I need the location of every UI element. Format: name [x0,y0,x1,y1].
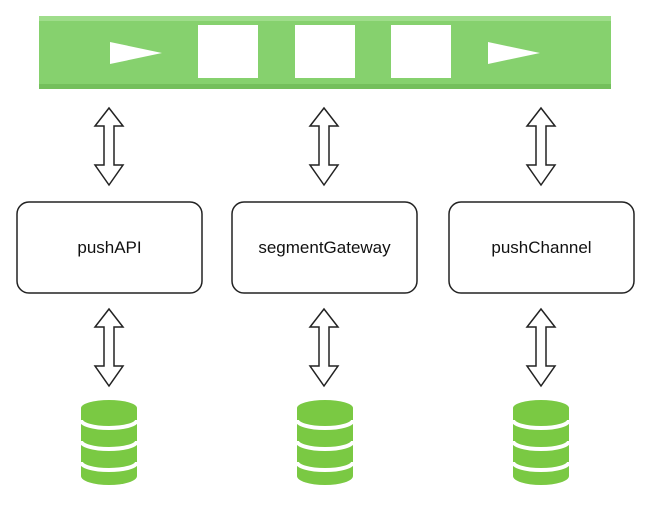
service-database-connectors [93,307,557,388]
database-pushapi [79,400,139,485]
double-arrow-icon [308,106,340,187]
database-icon [79,400,139,485]
service-box [448,201,635,294]
message-queue [39,16,611,89]
service-segmentgateway: segmentGateway [231,201,418,294]
service-label: pushChannel [491,238,591,257]
double-arrow-icon [308,307,340,388]
database-icon [295,400,355,485]
database-segmentgateway [295,400,355,485]
play-arrow-icon [488,42,540,64]
service-pushchannel: pushChannel [448,201,635,294]
database-pushchannel [511,400,571,485]
service-pushapi: pushAPI [16,201,203,294]
double-arrow-icon [93,307,125,388]
service-label: segmentGateway [258,238,391,257]
square-block [391,25,451,78]
double-arrow-icon [93,106,125,187]
queue-bar-top-edge [39,16,611,21]
double-arrow-icon [525,106,557,187]
queue-bar-bottom-edge [39,84,611,89]
square-block [295,25,355,78]
database-icon [511,400,571,485]
queue-service-connectors [93,106,557,187]
service-box [231,201,418,294]
service-label: pushAPI [77,238,141,257]
play-arrow-icon [110,42,162,64]
service-box [16,201,203,294]
square-block [198,25,258,78]
double-arrow-icon [525,307,557,388]
